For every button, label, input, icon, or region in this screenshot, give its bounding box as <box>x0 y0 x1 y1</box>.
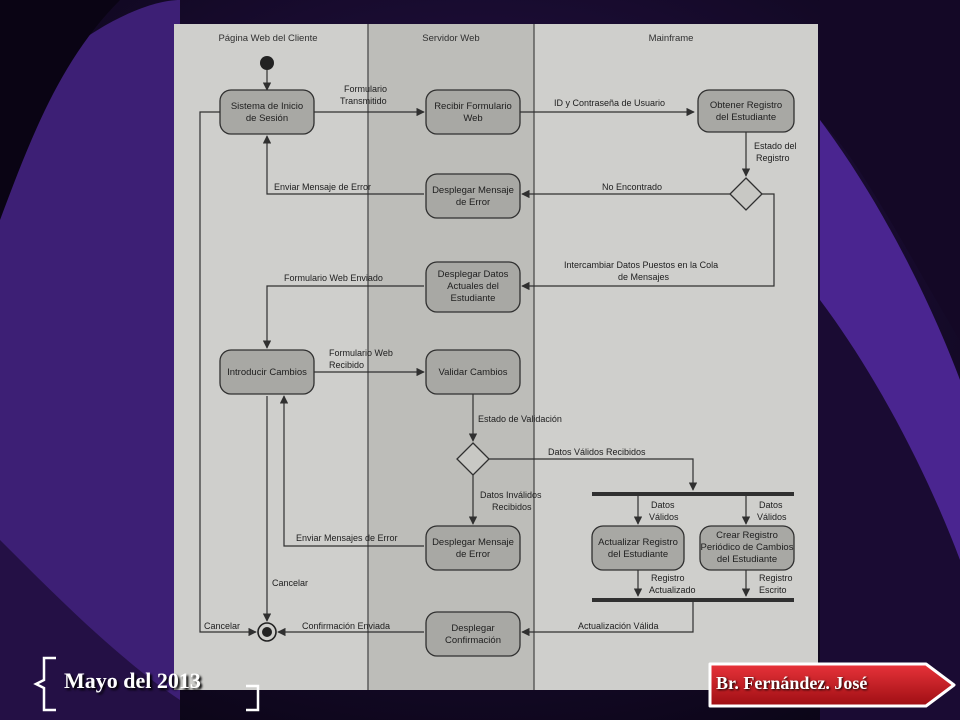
activity-show-data <box>425 261 521 313</box>
activity-error1-line2: de Error <box>456 197 490 208</box>
activity-validate-line1: Validar Cambios <box>439 367 508 378</box>
flow-decision-fork <box>489 458 698 491</box>
label-id-password: ID y Contraseña de Usuario <box>554 98 665 108</box>
swoosh-left <box>0 0 180 720</box>
activity-log-line2: Periódico de Cambios <box>701 542 794 553</box>
label-record-written-1: Registro <box>759 573 793 583</box>
label-valid-data-left-2: Válidos <box>649 512 679 522</box>
flow-decision-data <box>521 193 775 291</box>
activity-diagram: Página Web del Cliente Servidor Web Main… <box>174 24 818 690</box>
label-web-form-received-1: Formulario Web <box>329 348 393 358</box>
activity-receive-line2: Web <box>463 113 482 124</box>
label-record-status-2: Registro <box>756 153 790 163</box>
activity-confirm-line2: Confirmación <box>445 635 501 646</box>
label-record-written-2: Escrito <box>759 585 787 595</box>
label-cancel-left: Cancelar <box>204 621 240 631</box>
activity-get-record <box>697 89 795 133</box>
label-valid-data-received: Datos Válidos Recibidos <box>548 447 646 457</box>
label-exchange-data-1: Intercambiar Datos Puestos en la Cola <box>564 260 718 270</box>
flow-join-confirm <box>521 602 694 637</box>
label-valid-data-right-2: Válidos <box>757 512 787 522</box>
activity-update-record <box>591 525 685 571</box>
activity-show-error-1 <box>425 173 521 219</box>
activity-data-line1: Desplegar Datos <box>438 269 509 280</box>
activity-data-line2: Actuales del <box>447 281 499 292</box>
activity-show-error-2 <box>425 525 521 571</box>
activity-record-line1: Obtener Registro <box>710 100 782 111</box>
fork-bar <box>592 492 794 496</box>
activity-enter-changes <box>219 349 315 395</box>
swoosh-right-dark <box>820 300 960 720</box>
activity-receive-line1: Recibir Formulario <box>434 101 512 112</box>
activity-confirm-line1: Desplegar <box>451 623 494 634</box>
end-node <box>257 622 277 642</box>
label-cancel-mid: Cancelar <box>272 578 308 588</box>
start-node <box>260 56 274 70</box>
activity-data-line3: Estudiante <box>451 293 496 304</box>
label-invalid-data-2: Recibidos <box>492 502 532 512</box>
author-badge <box>708 662 956 708</box>
label-valid-update: Actualización Válida <box>578 621 659 631</box>
lane-title-cliente: Página Web del Cliente <box>218 33 317 44</box>
label-send-errors: Enviar Mensajes de Error <box>296 533 398 543</box>
decision-record-status <box>729 177 763 211</box>
flow-error2-enter <box>279 395 424 547</box>
activity-show-confirmation <box>425 611 521 657</box>
activity-login-line2: de Sesión <box>246 113 288 124</box>
activity-login <box>219 89 315 135</box>
activity-update-line2: del Estudiante <box>608 549 668 560</box>
activity-log-line1: Crear Registro <box>716 530 778 541</box>
author-name: Br. Fernández. José <box>716 673 868 693</box>
lane-title-mainframe: Mainframe <box>649 33 694 44</box>
footer-date: Mayo del 2013 <box>64 668 201 693</box>
activity-login-line1: Sistema de Inicio <box>231 101 303 112</box>
flow-error1-login <box>262 135 424 195</box>
activity-validate-changes <box>425 349 521 395</box>
activity-error2-line2: de Error <box>456 549 490 560</box>
flow-cancel-left <box>199 111 257 637</box>
activity-record-line2: del Estudiante <box>716 112 776 123</box>
label-invalid-data-1: Datos Inválidos <box>480 490 542 500</box>
activity-error1-line1: Desplegar Mensaje <box>432 185 514 196</box>
activity-update-line1: Actualizar Registro <box>598 537 678 548</box>
label-record-updated-1: Registro <box>651 573 685 583</box>
label-record-status-1: Estado del <box>754 141 797 151</box>
activity-receive-form <box>425 89 521 135</box>
activity-create-log <box>699 525 795 571</box>
label-not-found: No Encontrado <box>602 182 662 192</box>
swoosh-left-dark <box>0 0 120 220</box>
label-send-error: Enviar Mensaje de Error <box>274 182 371 192</box>
label-valid-data-right-1: Datos <box>759 500 783 510</box>
label-exchange-data-2: de Mensajes <box>618 272 670 282</box>
label-web-form-received-2: Recibido <box>329 360 364 370</box>
swoosh-right <box>820 0 960 340</box>
activity-enter-line1: Introducir Cambios <box>227 367 307 378</box>
label-form-sent-2: Transmitido <box>340 96 387 106</box>
label-confirmation-sent: Confirmación Enviada <box>302 621 390 631</box>
flow-data-enter <box>262 285 424 349</box>
label-validation-status: Estado de Validación <box>478 414 562 424</box>
date-bracket-right <box>246 684 260 712</box>
label-valid-data-left-1: Datos <box>651 500 675 510</box>
activity-error2-line1: Desplegar Mensaje <box>432 537 514 548</box>
label-web-form-sent: Formulario Web Enviado <box>284 273 383 283</box>
label-record-updated-2: Actualizado <box>649 585 696 595</box>
lane-title-servidor: Servidor Web <box>422 33 479 44</box>
date-bracket-left <box>33 656 56 712</box>
join-bar <box>592 598 794 602</box>
activity-log-line3: del Estudiante <box>717 554 777 565</box>
label-form-sent-1: Formulario <box>344 84 387 94</box>
